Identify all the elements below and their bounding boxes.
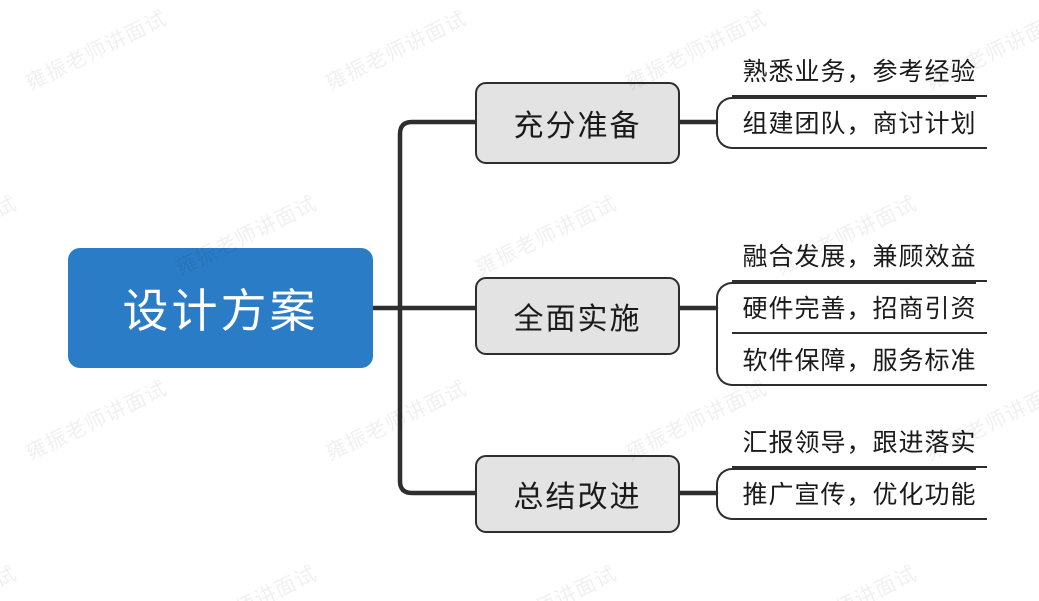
leaf-item-3-2[interactable]: 推广宣传，优化功能 [732, 468, 987, 520]
leaf-group-3: 汇报领导，跟进落实 推广宣传，优化功能 [716, 429, 987, 520]
root-node-label: 设计方案 [122, 285, 319, 337]
branch-node-3-label: 总结改进 [513, 481, 642, 514]
leaf-group-2: 融合发展，兼顾效益 硬件完善，招商引资 软件保障，服务标准 [716, 243, 987, 386]
branch-node-2[interactable]: 全面实施 [475, 277, 680, 355]
branch-node-1[interactable]: 充分准备 [475, 82, 680, 164]
branch-node-1-label: 充分准备 [513, 110, 642, 143]
leaf-item-2-2[interactable]: 硬件完善，招商引资 [732, 282, 987, 334]
leaf-item-2-3[interactable]: 软件保障，服务标准 [732, 334, 987, 386]
branch-node-3[interactable]: 总结改进 [475, 455, 680, 533]
branch-node-2-label: 全面实施 [513, 303, 642, 336]
trunk-to-branch-3 [397, 305, 478, 496]
root-node[interactable]: 设计方案 [68, 248, 373, 368]
trunk-to-branch-1 [397, 119, 478, 311]
leaf-item-2-1[interactable]: 融合发展，兼顾效益 [732, 230, 987, 282]
leaf-item-1-2[interactable]: 组建团队，商讨计划 [732, 97, 987, 149]
leaf-item-1-1[interactable]: 熟悉业务，参考经验 [732, 45, 987, 97]
leaf-item-3-1[interactable]: 汇报领导，跟进落实 [732, 416, 987, 468]
leaf-group-1: 熟悉业务，参考经验 组建团队，商讨计划 [716, 58, 987, 149]
